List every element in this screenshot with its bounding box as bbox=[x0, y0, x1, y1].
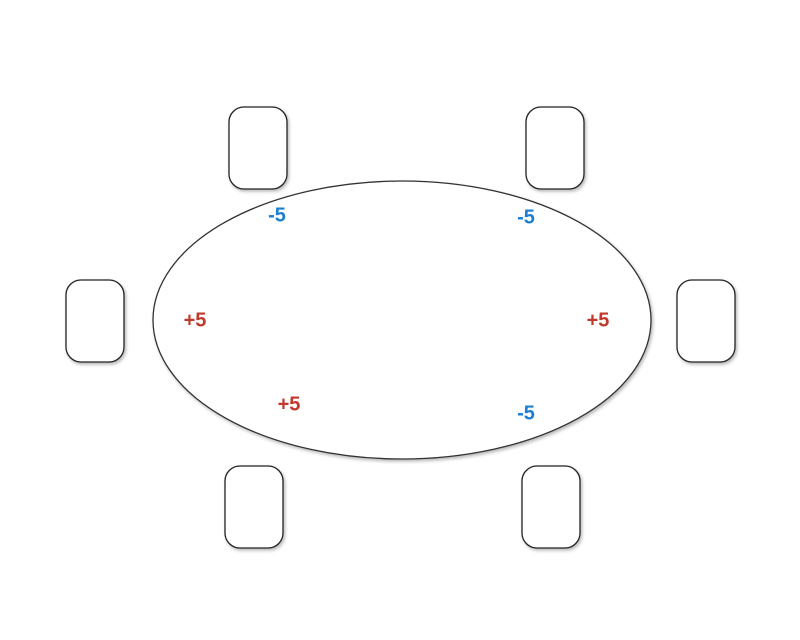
score-label-bottom-left: +5 bbox=[278, 393, 301, 415]
oval-table bbox=[152, 180, 652, 460]
seat-bottom-right bbox=[521, 465, 581, 549]
score-label-top-right: -5 bbox=[517, 206, 535, 228]
score-label-bottom-right: -5 bbox=[517, 402, 535, 424]
score-label-right: +5 bbox=[587, 309, 610, 331]
score-label-top-left: -5 bbox=[268, 204, 286, 226]
seat-left bbox=[65, 279, 125, 363]
seat-top-left bbox=[228, 106, 288, 190]
score-label-left: +5 bbox=[184, 309, 207, 331]
seat-right bbox=[676, 279, 736, 363]
seat-top-right bbox=[525, 106, 585, 190]
seat-bottom-left bbox=[224, 465, 284, 549]
